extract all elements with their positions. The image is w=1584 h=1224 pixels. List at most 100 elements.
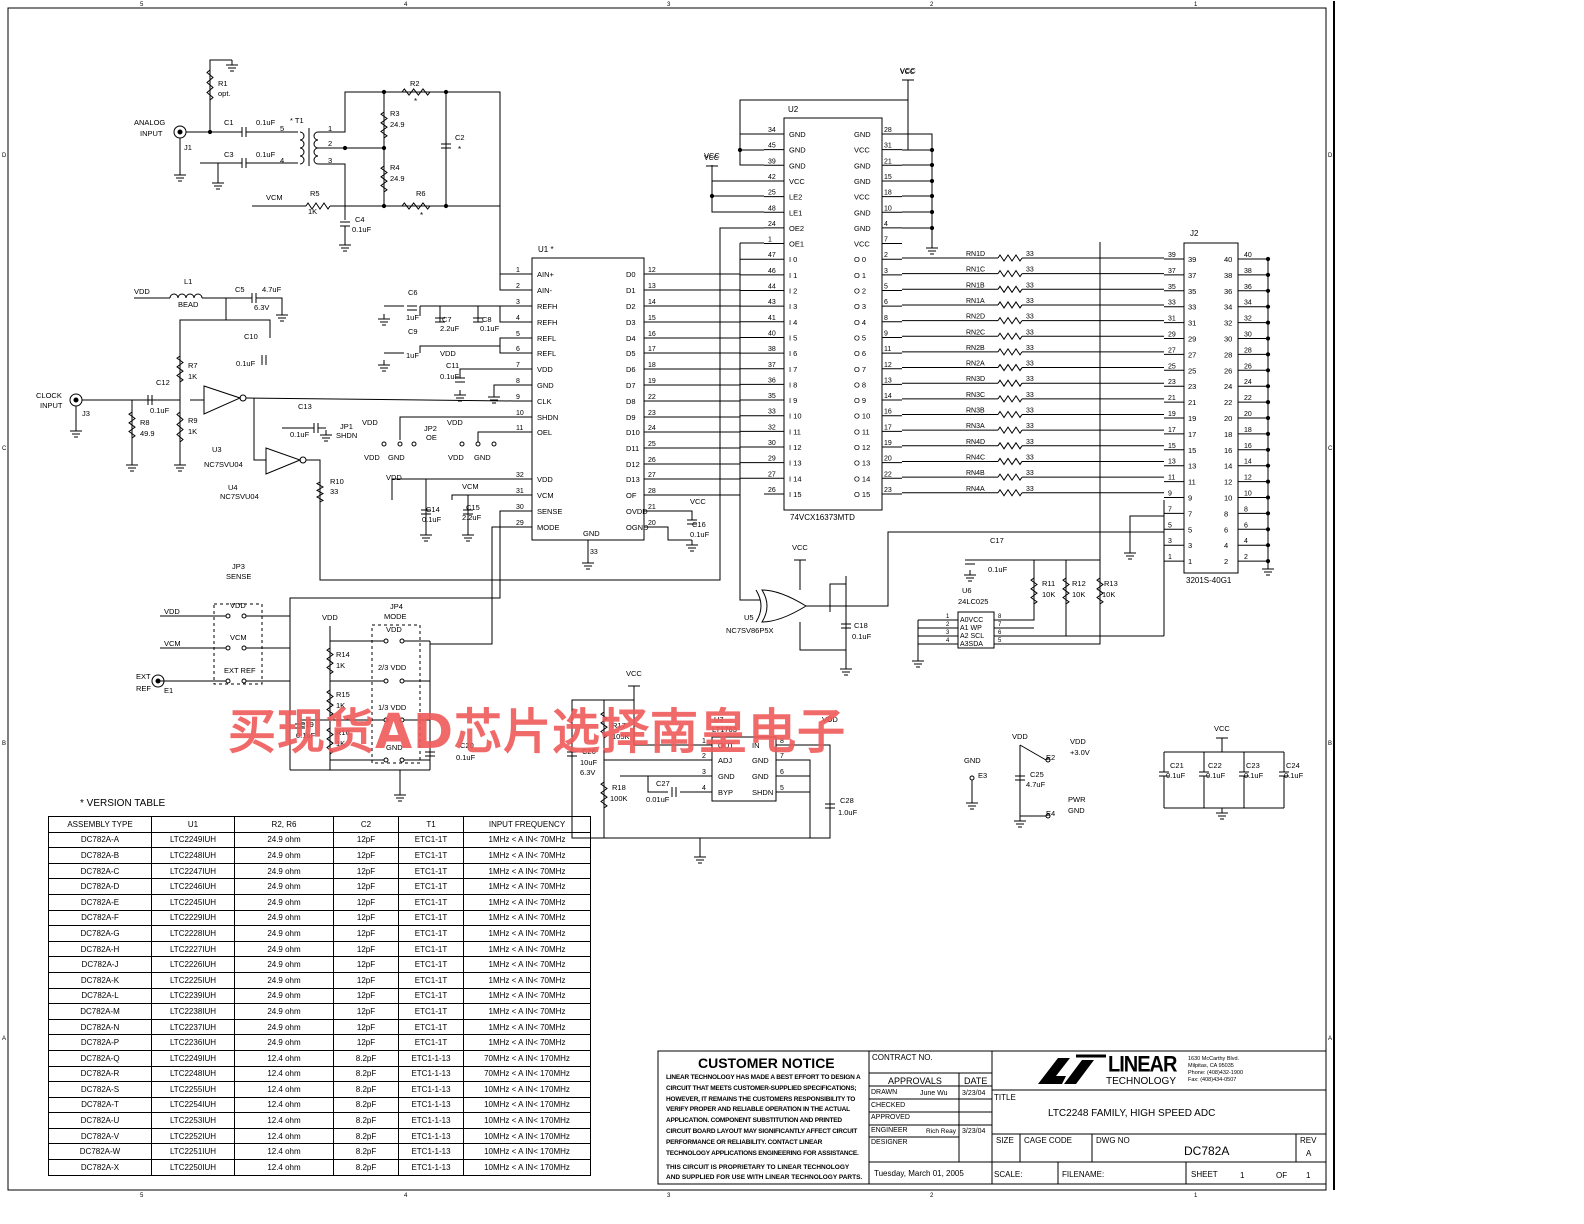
- u7-body: [711, 736, 777, 802]
- wire: [739, 99, 908, 134]
- schematic-label: 2.2uF: [440, 324, 460, 333]
- schematic-label: B: [2, 741, 6, 747]
- schematic-label: REFL: [537, 334, 556, 343]
- schematic-label: GND: [854, 161, 871, 170]
- schematic-label: 36: [768, 377, 776, 384]
- schematic-label: 10: [884, 205, 892, 212]
- wire: [1010, 560, 1067, 637]
- schematic-label: 32: [516, 472, 524, 479]
- version-table-cell: 24.9 ohm: [234, 1018, 334, 1036]
- version-table-cell: DC782A-N: [48, 1018, 152, 1036]
- schematic-label: C3: [224, 150, 234, 159]
- schematic-label: RN1B: [966, 282, 985, 289]
- version-table-cell: 8.2pF: [333, 1096, 399, 1114]
- schematic-label: 45: [768, 143, 776, 150]
- wire: [662, 258, 764, 275]
- schematic-label: O 12: [854, 443, 870, 452]
- schematic-label: R5: [310, 189, 320, 198]
- version-table-cell: LTC2247IUH: [151, 862, 235, 880]
- schematic-label: E3: [978, 771, 987, 780]
- schematic-wires: [75, 59, 1285, 852]
- wire: [1019, 744, 1047, 761]
- schematic-label: VDD: [134, 287, 150, 296]
- schematic-label: C12: [156, 378, 170, 387]
- connector-ring: [151, 674, 165, 688]
- schematic-label: 1: [946, 614, 950, 620]
- schematic-label: 22: [648, 394, 656, 401]
- inverter-bubble: [239, 394, 247, 402]
- schematic-label: C: [1328, 446, 1333, 452]
- ground-symbol: [174, 170, 186, 182]
- u6-body: [957, 611, 995, 649]
- schematic-label: OF: [626, 491, 637, 500]
- schematic-label: 33: [1026, 251, 1034, 258]
- version-table-cell: 12.4 ohm: [234, 1159, 334, 1176]
- schematic-label: INPUT: [140, 129, 163, 138]
- jumper-pin: [225, 678, 231, 684]
- schematic-label: D8: [626, 397, 636, 406]
- schematic-label: 37: [1188, 271, 1196, 280]
- schematic-label: 7: [998, 622, 1002, 628]
- schematic-label: 2/3 VDD: [378, 663, 407, 672]
- schematic-label: 10K: [1102, 590, 1115, 599]
- schematic-label: 33: [1026, 345, 1034, 352]
- schematic-label: A0VCC: [960, 617, 983, 624]
- schematic-label: GND: [789, 130, 806, 139]
- schematic-label: O 11: [854, 427, 870, 436]
- schematic-label: 1: [1194, 2, 1198, 8]
- resistor: [1096, 577, 1104, 605]
- resistor: [600, 781, 608, 809]
- engineer-label: ENGINEER: [871, 1127, 908, 1134]
- version-table-cell: 12.4 ohm: [234, 1127, 334, 1145]
- version-table-cell: 12pF: [333, 956, 399, 973]
- wire: [902, 80, 909, 151]
- schematic-label: 5: [884, 284, 888, 291]
- schematic-label: 5: [140, 2, 144, 8]
- schematic-label: RN4C: [966, 454, 985, 461]
- ground-symbol: [378, 360, 390, 372]
- schematic-label: GND: [752, 772, 769, 781]
- schematic-label: C22: [1208, 761, 1222, 770]
- schematic-label: OGND: [626, 523, 649, 532]
- schematic-label: REF: [136, 684, 151, 693]
- version-table-header-cell: R2, R6: [234, 816, 334, 833]
- version-table-cell: DC782A-J: [48, 956, 152, 973]
- version-table-cell: 10MHz < A IN< 170MHz: [463, 1096, 591, 1114]
- version-table-cell: 70MHz < A IN< 170MHz: [463, 1049, 591, 1067]
- schematic-label: J2: [1190, 229, 1199, 238]
- ground-symbol: [378, 314, 390, 326]
- schematic-label: 0.1uF: [1244, 771, 1264, 780]
- schematic-label: VDD: [364, 453, 380, 462]
- version-table-cell: 12.4 ohm: [234, 1143, 334, 1161]
- customer-notice-body: LINEAR TECHNOLOGY HAS MADE A BEST EFFORT…: [666, 1074, 861, 1157]
- schematic-label: 10: [516, 410, 524, 417]
- schematic-label: JP3: [232, 562, 245, 571]
- wire: [647, 776, 668, 793]
- schematic-label: C21: [1170, 761, 1184, 770]
- wire: [499, 337, 514, 354]
- schematic-label: 3: [667, 2, 671, 8]
- schematic-label: E2: [1046, 753, 1055, 762]
- schematic-label: 33: [590, 549, 598, 556]
- version-table-cell: DC782A-S: [48, 1081, 152, 1098]
- version-table-cell: 12.4 ohm: [234, 1112, 334, 1129]
- schematic-label: RN3B: [966, 408, 985, 415]
- schematic-label: 11: [516, 425, 523, 432]
- address-line-1: 1630 McCarthy Blvd.: [1188, 1056, 1240, 1062]
- wire: [662, 415, 764, 433]
- schematic-label: 14: [1224, 462, 1232, 471]
- version-table-cell: DC782A-V: [48, 1127, 152, 1145]
- schematic-label: 10uF: [580, 758, 598, 767]
- ground-symbol: [926, 243, 938, 255]
- drawn-label: DRAWN: [871, 1089, 898, 1096]
- designer-label: DESIGNER: [871, 1139, 908, 1146]
- version-table-cell: ETC1-1T: [398, 893, 464, 911]
- schematic-label: 36: [1224, 287, 1232, 296]
- wire: [662, 446, 764, 465]
- schematic-label: 35: [768, 393, 776, 400]
- schematic-label: 0.1uF: [1166, 771, 1186, 780]
- version-table-cell: 1MHz < A IN< 70MHz: [463, 878, 591, 895]
